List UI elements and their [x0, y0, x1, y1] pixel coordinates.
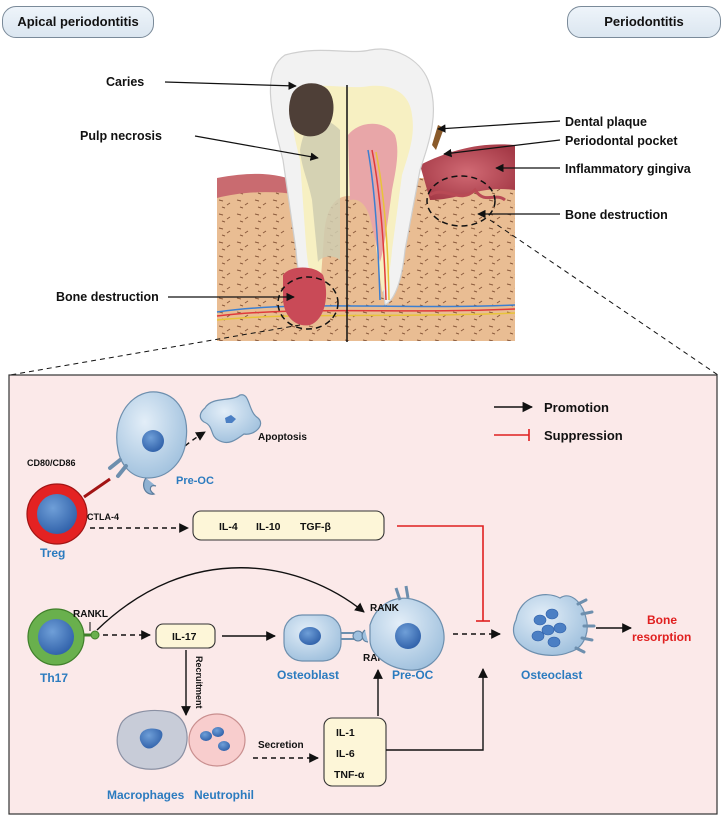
il17-box — [155, 623, 216, 649]
label-th17: Th17 — [40, 671, 68, 685]
caries-lesion — [289, 83, 334, 137]
label-pre-oc: Pre-OC — [392, 668, 434, 682]
label-dental-plaque: Dental plaque — [565, 115, 647, 129]
label-bone-destruction-right: Bone destruction — [565, 208, 668, 222]
label-rank: RANK — [370, 603, 400, 614]
legend-promotion: Promotion — [544, 400, 609, 415]
label-il1: IL-1 — [336, 727, 355, 739]
label-bone-destruction-left: Bone destruction — [56, 290, 159, 304]
label-neutrophil: Neutrophil — [194, 788, 254, 802]
label-treg: Treg — [40, 546, 65, 560]
title-apical-periodontitis: Apical periodontitis — [2, 6, 154, 38]
label-macrophages: Macrophages — [107, 788, 185, 802]
legend-suppression: Suppression — [544, 428, 623, 443]
label-secretion: Secretion — [258, 740, 304, 751]
legend: Promotion Suppression — [494, 400, 623, 443]
suppression-arrow — [397, 525, 484, 621]
tooth-illustration — [216, 48, 516, 342]
label-pulp-necrosis: Pulp necrosis — [80, 129, 162, 143]
rankl-ligand-th17 — [90, 630, 100, 640]
label-recruitment: Recruitment — [194, 656, 204, 709]
label-caries: Caries — [106, 75, 144, 89]
label-il4: IL-4 — [219, 521, 238, 533]
label-tnfa: TNF-α — [334, 769, 365, 781]
label-inflammatory-gingiva: Inflammatory gingiva — [565, 162, 692, 176]
label-tgfb: TGF-β — [300, 521, 331, 533]
tooth-pulp — [348, 123, 398, 262]
label-ctla4: CTLA-4 — [87, 512, 119, 522]
label-il17: IL-17 — [172, 631, 197, 643]
label-cd80-cd86: CD80/CD86 — [27, 458, 76, 468]
cytokine-box-top — [192, 510, 385, 541]
rank-receptor — [361, 629, 369, 643]
label-resorption: resorption — [632, 630, 691, 644]
title-periodontitis: Periodontitis — [567, 6, 721, 38]
label-il6: IL-6 — [336, 748, 355, 760]
label-osteoclast: Osteoclast — [521, 668, 582, 682]
inflamed-gingiva — [420, 144, 515, 200]
label-bone: Bone — [647, 613, 677, 627]
label-apoptosis: Apoptosis — [258, 432, 307, 443]
periapical-lesion — [282, 267, 327, 326]
rankl-ligand-osteoblast — [352, 630, 364, 642]
label-il10: IL-10 — [256, 521, 281, 533]
cd80-cd86-receptor — [108, 458, 128, 478]
label-pre-oc-top: Pre-OC — [176, 475, 214, 487]
label-rankl-th17: RANKL — [73, 609, 108, 620]
label-osteoblast: Osteoblast — [277, 668, 339, 682]
label-periodontal-pocket: Periodontal pocket — [565, 134, 678, 148]
neutrophil-cell — [188, 713, 246, 767]
cytokine-box-bottom — [323, 717, 387, 787]
ctla4-receptor — [83, 477, 111, 499]
